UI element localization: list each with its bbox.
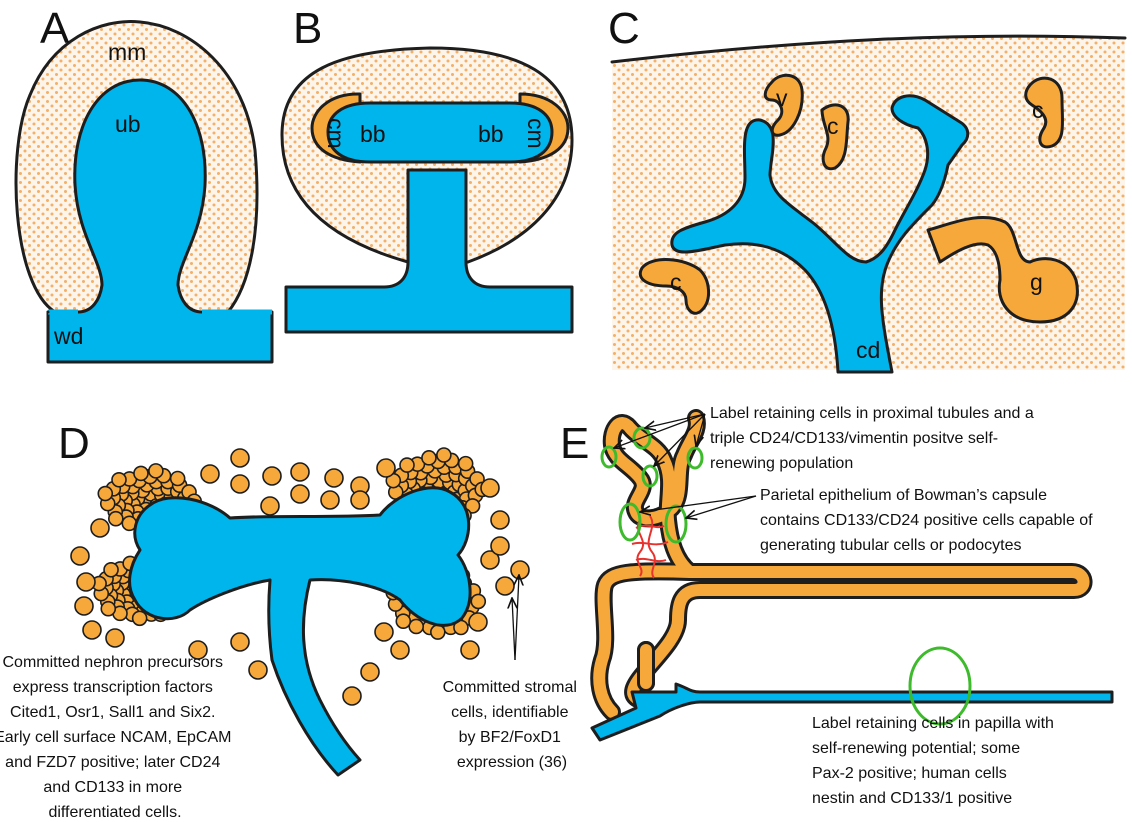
mesenchymal-cell [109, 512, 123, 526]
label-bb-left: bb [360, 121, 386, 147]
mesenchymal-cell [231, 633, 249, 651]
precursor-line-2: express transcription factors [13, 679, 213, 696]
mesenchymal-cell [291, 463, 309, 481]
mesenchymal-cell [409, 619, 423, 633]
label-ub: ub [115, 111, 141, 137]
label-wd: wd [53, 323, 83, 349]
label-v: v [776, 85, 788, 111]
mesenchymal-cell [325, 469, 343, 487]
mesenchymal-cell [471, 594, 485, 608]
stromal-line-3: by BF2/FoxD1 [459, 729, 561, 746]
parietal-annotation: Parietal epithelium of Bowman’s capsule … [760, 487, 1097, 554]
stromal-annotation: Committed stromal cells, identifiable by… [443, 679, 582, 771]
mesenchymal-cell [75, 597, 93, 615]
mesenchymal-cell [361, 663, 379, 681]
mesenchymal-cell [481, 479, 499, 497]
mesenchymal-cell [491, 537, 509, 555]
label-mm: mm [108, 39, 146, 65]
proximal-line-2: triple CD24/CD133/vimentin positve self- [710, 430, 998, 447]
mesenchymal-cell [396, 614, 410, 628]
label-cm-left: cm [323, 118, 349, 149]
panel-e: E [560, 405, 1112, 807]
mesenchymal-cell [71, 547, 89, 565]
label-c-top: c [827, 113, 839, 139]
mesenchymal-cell [431, 625, 445, 639]
panel-letter-d: D [58, 419, 90, 468]
mesenchymal-cell [459, 457, 473, 471]
mesenchymal-cell [101, 602, 115, 616]
precursor-line-3: Cited1, Osr1, Sall1 and Six2. [10, 704, 215, 721]
precursor-line-5: and FZD7 positive; later CD24 [5, 754, 220, 771]
mesenchymal-cell [77, 573, 95, 591]
parietal-line-2: contains CD133/CD24 positive cells capab… [760, 512, 1093, 529]
panel-letter-a: A [40, 4, 70, 53]
papilla-annotation: Label retaining cells in papilla with se… [812, 715, 1058, 807]
stromal-line-2: cells, identifiable [451, 704, 569, 721]
mesenchymal-cell [261, 497, 279, 515]
mesenchymal-cell [351, 491, 369, 509]
mesenchymal-cell [83, 621, 101, 639]
mesenchymal-cell [391, 641, 409, 659]
proximal-line-1: Label retaining cells in proximal tubule… [710, 405, 1034, 422]
mesenchymal-cell [437, 448, 451, 462]
mesenchymal-cell [461, 641, 479, 659]
label-bb-right: bb [478, 121, 504, 147]
mesenchymal-cell [511, 561, 529, 579]
mesenchymal-cell [134, 466, 148, 480]
mesenchymal-cell [375, 623, 393, 641]
parietal-line-3: generating tubular cells or podocytes [760, 537, 1022, 554]
proximal-annotation: Label retaining cells in proximal tubule… [710, 405, 1038, 472]
papilla-line-1: Label retaining cells in papilla with [812, 715, 1054, 732]
mesenchymal-cell [171, 472, 185, 486]
parietal-line-1: Parietal epithelium of Bowman’s capsule [760, 487, 1047, 504]
panel-d: D Committed nephron precursors express t… [0, 419, 581, 821]
panel-letter-c: C [608, 4, 640, 53]
precursor-line-6: and CD133 in more [43, 779, 182, 796]
label-c-left: c [670, 269, 682, 295]
mesenchymal-cell [321, 491, 339, 509]
mesenchymal-cell [149, 464, 163, 478]
panel-c: C v c c c g cd [608, 4, 1125, 372]
mesenchymal-cell [491, 511, 509, 529]
label-cd: cd [856, 337, 880, 363]
mesenchymal-cell [469, 613, 487, 631]
stromal-line-4: expression (36) [457, 754, 567, 771]
precursor-annotation: Committed nephron precursors express tra… [0, 654, 236, 821]
mesenchymal-cell [112, 473, 126, 487]
label-g: g [1030, 269, 1043, 295]
precursor-line-4: Early cell surface NCAM, EpCAM [0, 729, 231, 746]
mesenchymal-cell [91, 519, 109, 537]
mesenchymal-cell [496, 577, 514, 595]
mesenchymal-cell [249, 661, 267, 679]
papilla-line-2: self-renewing potential; some [812, 740, 1020, 757]
mesenchymal-cell [231, 449, 249, 467]
mesenchymal-cell [104, 563, 118, 577]
mesenchymal-cell [422, 451, 436, 465]
stromal-line-1: Committed stromal [443, 679, 577, 696]
panel-b: B cm bb bb cm [282, 4, 572, 332]
mesenchymal-cell [343, 687, 361, 705]
mesenchymal-cell [98, 487, 112, 501]
panel-a: A mm ub wd [16, 4, 272, 362]
mesenchymal-cell [400, 458, 414, 472]
mesenchymal-cell [106, 629, 124, 647]
panel-letter-e: E [560, 419, 589, 468]
precursor-line-1: Committed nephron precursors [3, 654, 224, 671]
precursor-line-7: differentiated cells. [48, 804, 181, 821]
mesenchymal-cell [263, 467, 281, 485]
label-cm-right: cm [523, 118, 549, 149]
proximal-line-3: renewing population [710, 455, 853, 472]
papilla-line-4: nestin and CD133/1 positive [812, 790, 1012, 807]
mesenchymal-cell [291, 485, 309, 503]
mesenchymal-cell [377, 459, 395, 477]
mesenchymal-cell [201, 465, 219, 483]
papilla-line-3: Pax-2 positive; human cells [812, 765, 1007, 782]
mesenchymal-cell [231, 475, 249, 493]
label-c-right: c [1032, 97, 1044, 123]
panel-letter-b: B [293, 4, 322, 53]
